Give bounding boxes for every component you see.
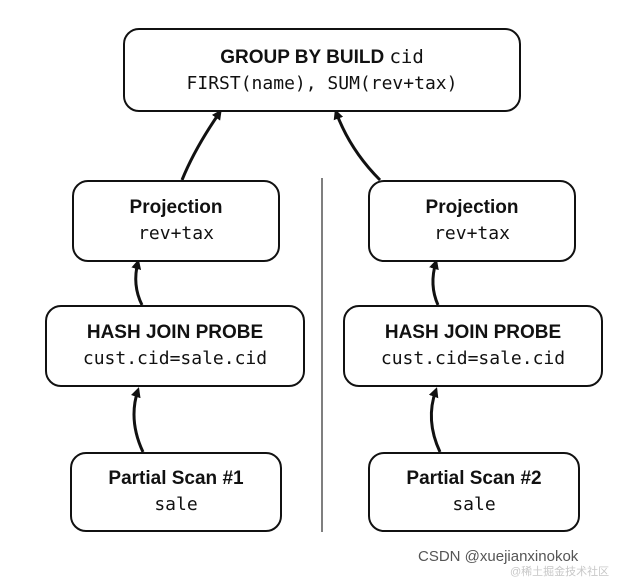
right-partial-scan-title: Partial Scan #2 bbox=[406, 468, 542, 489]
group-by-build-label: GROUP BY BUILD bbox=[220, 46, 385, 68]
arrow-right-join-to-projection bbox=[429, 259, 440, 306]
left-partial-scan-table: sale bbox=[154, 494, 198, 515]
arrow-left-projection-to-group bbox=[180, 109, 222, 181]
left-hash-join-node: HASH JOIN PROBE cust.cid=sale.cid bbox=[45, 305, 305, 387]
right-partial-scan-node: Partial Scan #2 sale bbox=[368, 452, 580, 532]
group-key-label: cid bbox=[389, 45, 424, 68]
arrow-right-projection-to-group bbox=[333, 109, 382, 182]
csdn-credit: CSDN @xuejianxinokok bbox=[418, 548, 579, 565]
arrow-right-scan-to-join bbox=[428, 387, 442, 453]
arrow-left-join-to-projection bbox=[131, 259, 144, 306]
right-hash-join-condition: cust.cid=sale.cid bbox=[380, 348, 566, 369]
left-projection-expr: rev+tax bbox=[138, 223, 214, 244]
right-projection-title: Projection bbox=[425, 197, 519, 218]
right-hash-join-node: HASH JOIN PROBE cust.cid=sale.cid bbox=[343, 305, 603, 387]
left-projection-node: Projection rev+tax bbox=[72, 180, 280, 262]
left-partial-scan-node: Partial Scan #1 sale bbox=[70, 452, 282, 532]
right-projection-node: Projection rev+tax bbox=[368, 180, 576, 262]
right-partial-scan-table: sale bbox=[452, 494, 496, 515]
watermark-text: @稀土掘金技术社区 bbox=[510, 566, 610, 578]
right-hash-join-title: HASH JOIN PROBE bbox=[384, 322, 562, 343]
left-hash-join-condition: cust.cid=sale.cid bbox=[82, 348, 268, 369]
left-hash-join-title: HASH JOIN PROBE bbox=[86, 322, 264, 343]
arrow-left-scan-to-join bbox=[131, 387, 145, 453]
left-projection-title: Projection bbox=[129, 197, 223, 218]
group-by-build-title: GROUP BY BUILD cid bbox=[220, 44, 424, 71]
right-projection-expr: rev+tax bbox=[434, 223, 510, 244]
group-by-build-node: GROUP BY BUILD cid FIRST(name), SUM(rev+… bbox=[123, 28, 521, 112]
group-aggregates-label: FIRST(name), SUM(rev+tax) bbox=[186, 72, 458, 94]
left-partial-scan-title: Partial Scan #1 bbox=[108, 468, 244, 489]
